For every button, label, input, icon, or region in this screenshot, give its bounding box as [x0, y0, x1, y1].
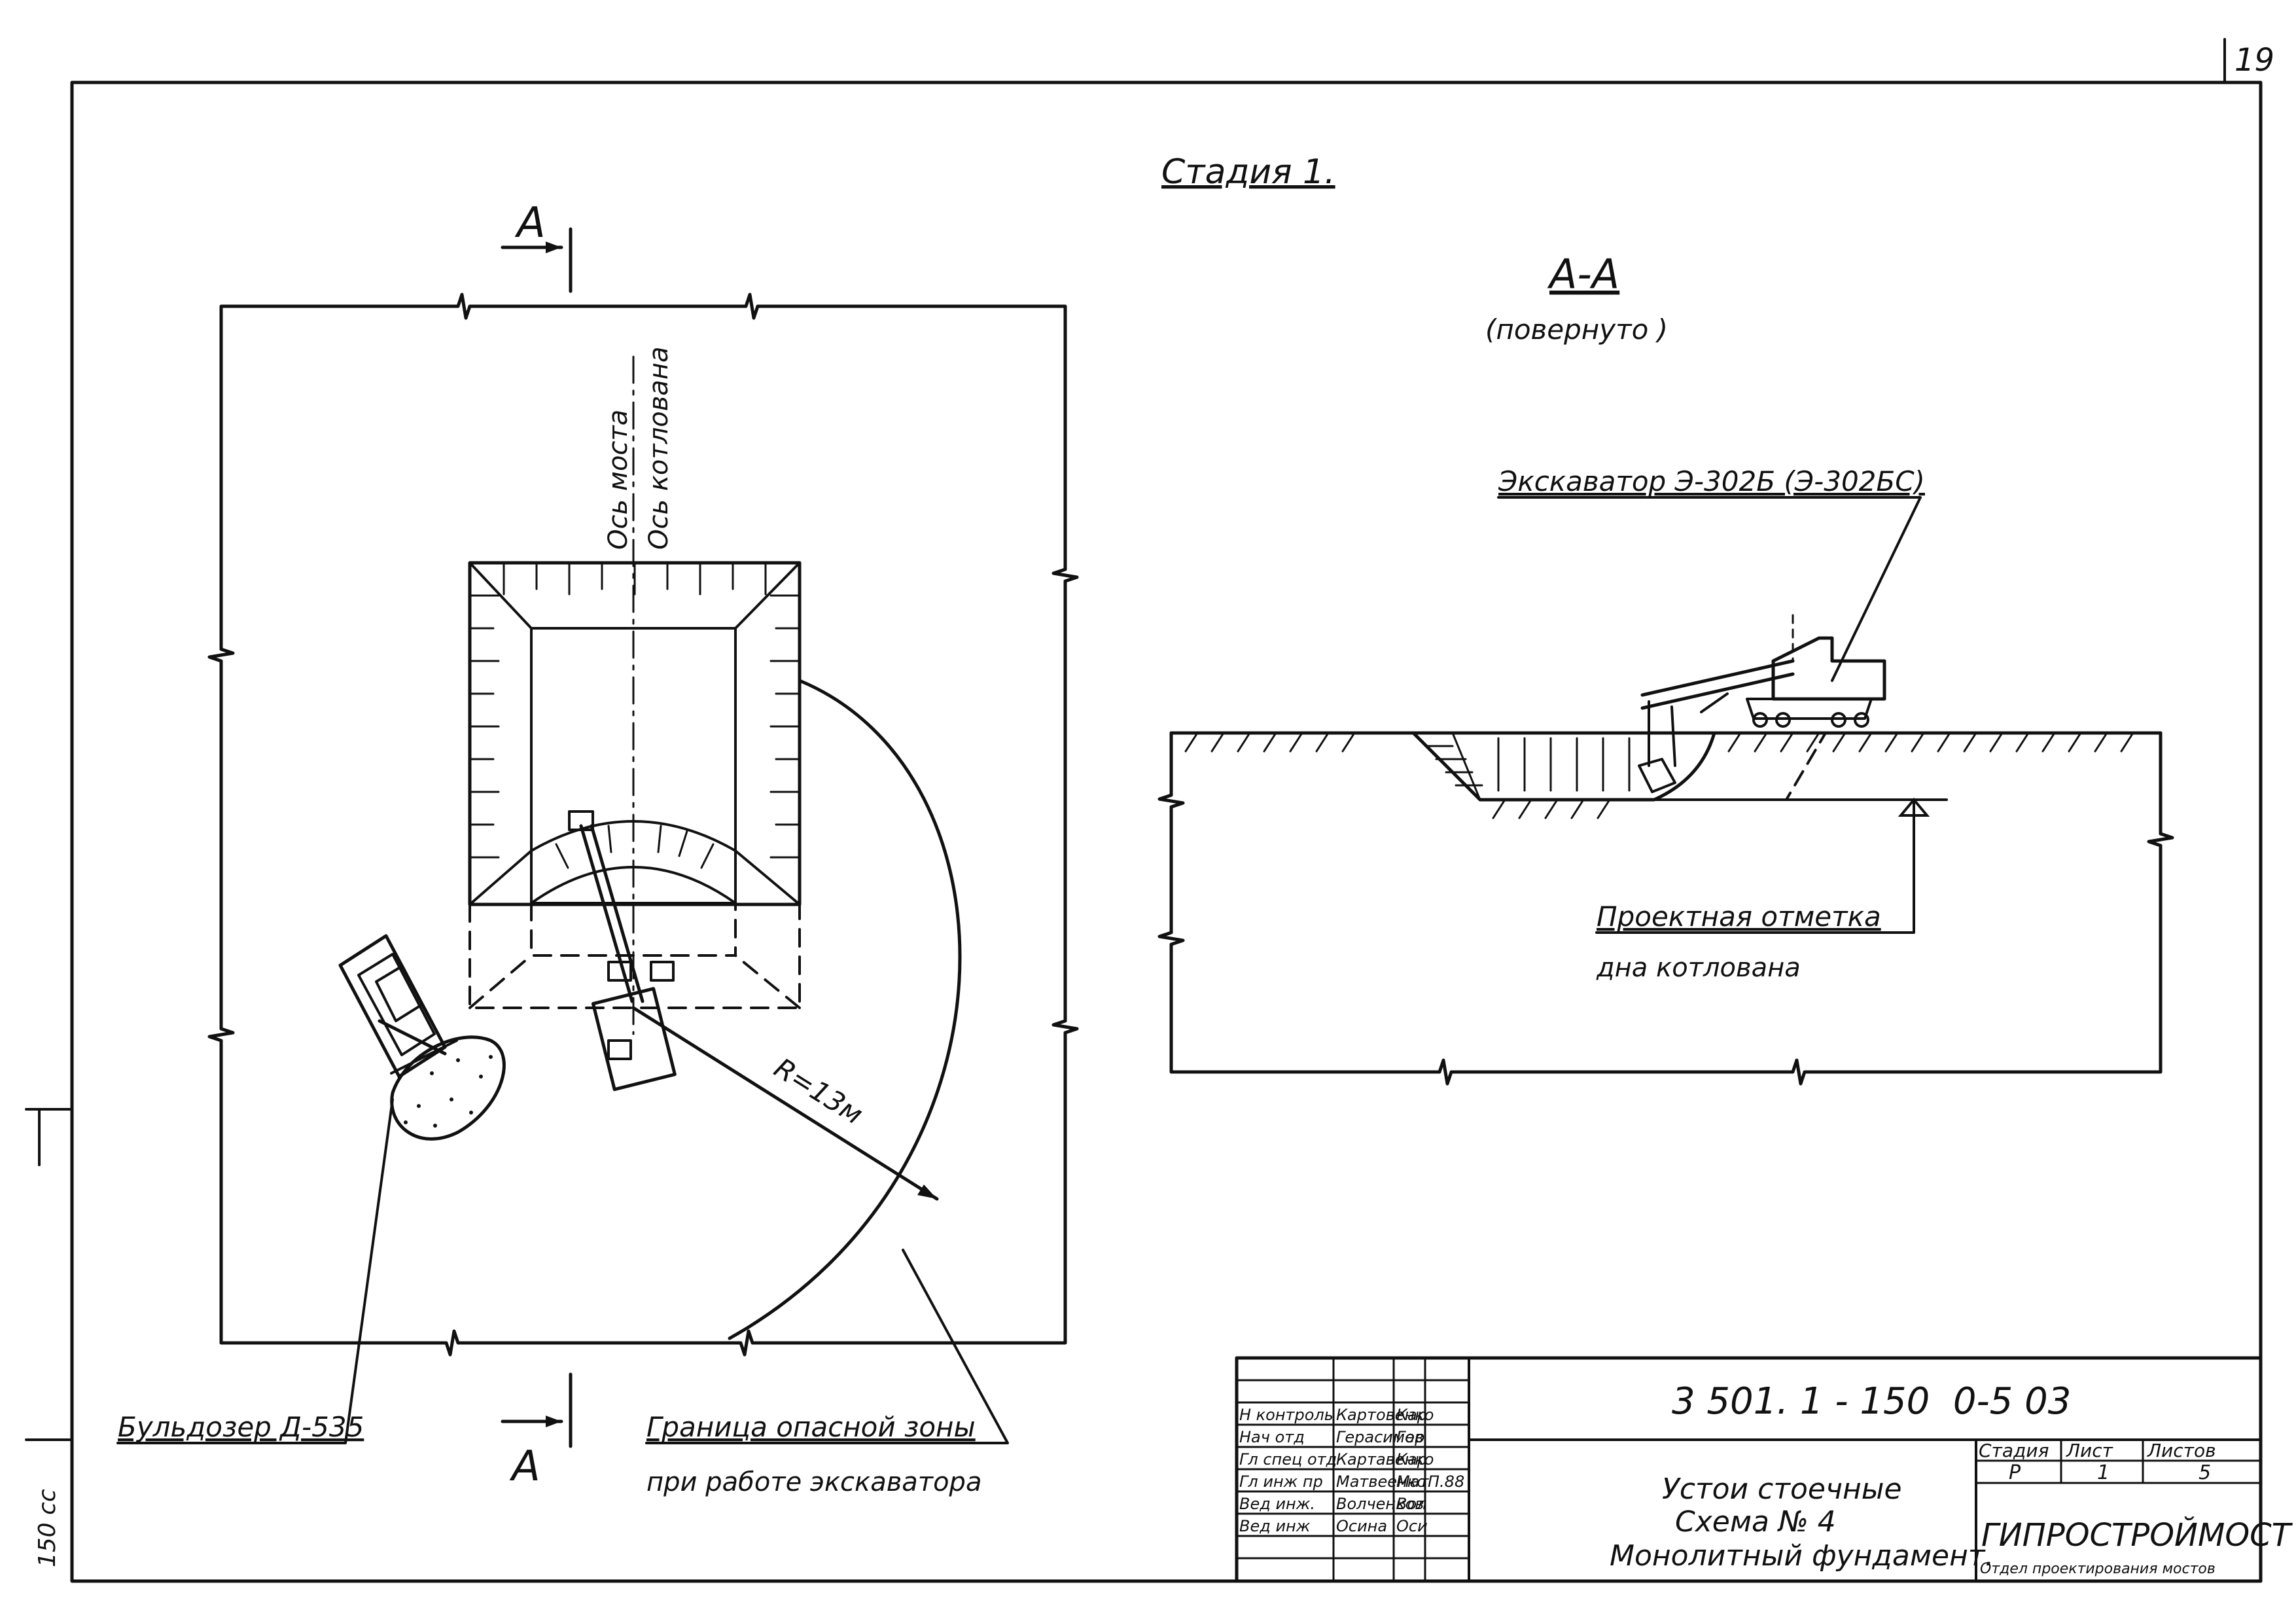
section-subtitle: (повернуто )	[1485, 313, 1668, 346]
spoil-heap	[390, 1035, 506, 1141]
staff-name: Матвеенко	[1336, 1472, 1426, 1491]
pit-dashed-extension	[1653, 732, 1827, 801]
stage-title: Стадия 1.	[1161, 152, 1335, 192]
pit-profile	[1411, 731, 1716, 802]
design-mark-label-line2: дна котлована	[1596, 953, 1801, 983]
excavation-pit	[468, 561, 802, 1009]
stage-value: Р	[2009, 1461, 2021, 1484]
danger-zone-label-line1: Граница опасной зоны	[646, 1411, 976, 1443]
section-marker-bottom: А	[501, 1372, 573, 1491]
staff-name: Картавенко	[1336, 1450, 1434, 1469]
excavator-leader	[1497, 496, 1922, 682]
date-label: П.88	[1428, 1472, 1464, 1491]
title-line1: Устои стоечные	[1662, 1472, 1902, 1506]
document-code: 3 501. 1 - 150 0-5 03	[1672, 1380, 2071, 1423]
page-number: 19	[2234, 42, 2274, 79]
left-margin-note: 150 сс	[34, 1489, 61, 1567]
section-marker-letter: А	[509, 1442, 540, 1491]
bulldozer-leader	[116, 1098, 394, 1444]
title-line2: Схема № 4	[1675, 1505, 1836, 1539]
organization-name: ГИПРОСТРОЙМОСТ	[1981, 1516, 2293, 1554]
section-marker-top: А	[501, 199, 573, 293]
sheet-value: 1	[2097, 1461, 2110, 1484]
staff-signature: Оси	[1396, 1517, 1428, 1535]
staff-signature: Гер	[1396, 1428, 1424, 1446]
staff-role: Вед инж	[1239, 1517, 1311, 1535]
radius-line	[631, 1006, 939, 1201]
staff-signature: Кар	[1396, 1406, 1427, 1424]
ground-hatching	[1184, 732, 2134, 819]
pit-slope-hatch	[1425, 737, 1631, 792]
excavator-section-icon	[1638, 614, 1886, 793]
section-title: А-А	[1547, 250, 1619, 298]
staff-role: Нач отд	[1239, 1428, 1305, 1446]
bulldozer-label: Бульдозер Д-535	[118, 1411, 364, 1443]
danger-zone-arc	[728, 679, 962, 1340]
design-mark-leader	[1595, 798, 1915, 934]
staff-role: Вед инж.	[1239, 1495, 1315, 1513]
staff-role: Гл спец отд	[1239, 1450, 1337, 1469]
radius-label: R=13м	[769, 1052, 869, 1131]
staff-name: Осина	[1336, 1517, 1387, 1535]
bulldozer-plan-icon	[338, 934, 458, 1079]
staff-signature: Кар	[1396, 1450, 1427, 1469]
stage-column-header: Стадия	[1979, 1440, 2049, 1461]
danger-zone-leader	[645, 1249, 1009, 1444]
excavator-plan-icon	[568, 810, 677, 1092]
excavator-label: Экскаватор Э-302Б (Э-302БС)	[1498, 465, 1925, 497]
title-line3: Монолитный фундамент.	[1610, 1539, 1994, 1573]
sheets-column-header: Листов	[2147, 1440, 2216, 1461]
pit-axis-label: Ось котлована	[644, 347, 674, 550]
plan-view: А А Ось моста Ось котлована	[116, 199, 1079, 1497]
spoil-heap-texture	[404, 1055, 493, 1128]
plan-boundary	[207, 293, 1079, 1357]
section-view: А-А (повернуто ) Проектная отметка дна к…	[1157, 250, 2174, 1086]
staff-signature: Вол	[1396, 1495, 1427, 1513]
staff-name: Волченков	[1336, 1495, 1424, 1513]
section-marker-letter: А	[514, 199, 546, 247]
section-boundary	[1157, 731, 2174, 1086]
title-block: Н контроль Картовенко Кар Нач отд Гераси…	[1235, 1356, 2293, 1583]
staff-role: Н контроль	[1239, 1406, 1333, 1424]
staff-signature: Мат	[1396, 1472, 1429, 1491]
danger-zone-label-line2: при работе экскаватора	[646, 1467, 981, 1497]
department-name: Отдел проектирования мостов	[1980, 1561, 2216, 1577]
bridge-axis-label: Ось моста	[603, 410, 633, 550]
sheet-column-header: Лист	[2066, 1440, 2113, 1461]
design-mark-label-line1: Проектная отметка	[1597, 901, 1881, 933]
sheets-value: 5	[2199, 1461, 2211, 1484]
sheet-frame	[25, 38, 2263, 1583]
staff-name: Картовенко	[1336, 1406, 1434, 1424]
staff-name: Герасимов	[1336, 1428, 1424, 1446]
staff-role: Гл инж пр	[1239, 1472, 1323, 1491]
